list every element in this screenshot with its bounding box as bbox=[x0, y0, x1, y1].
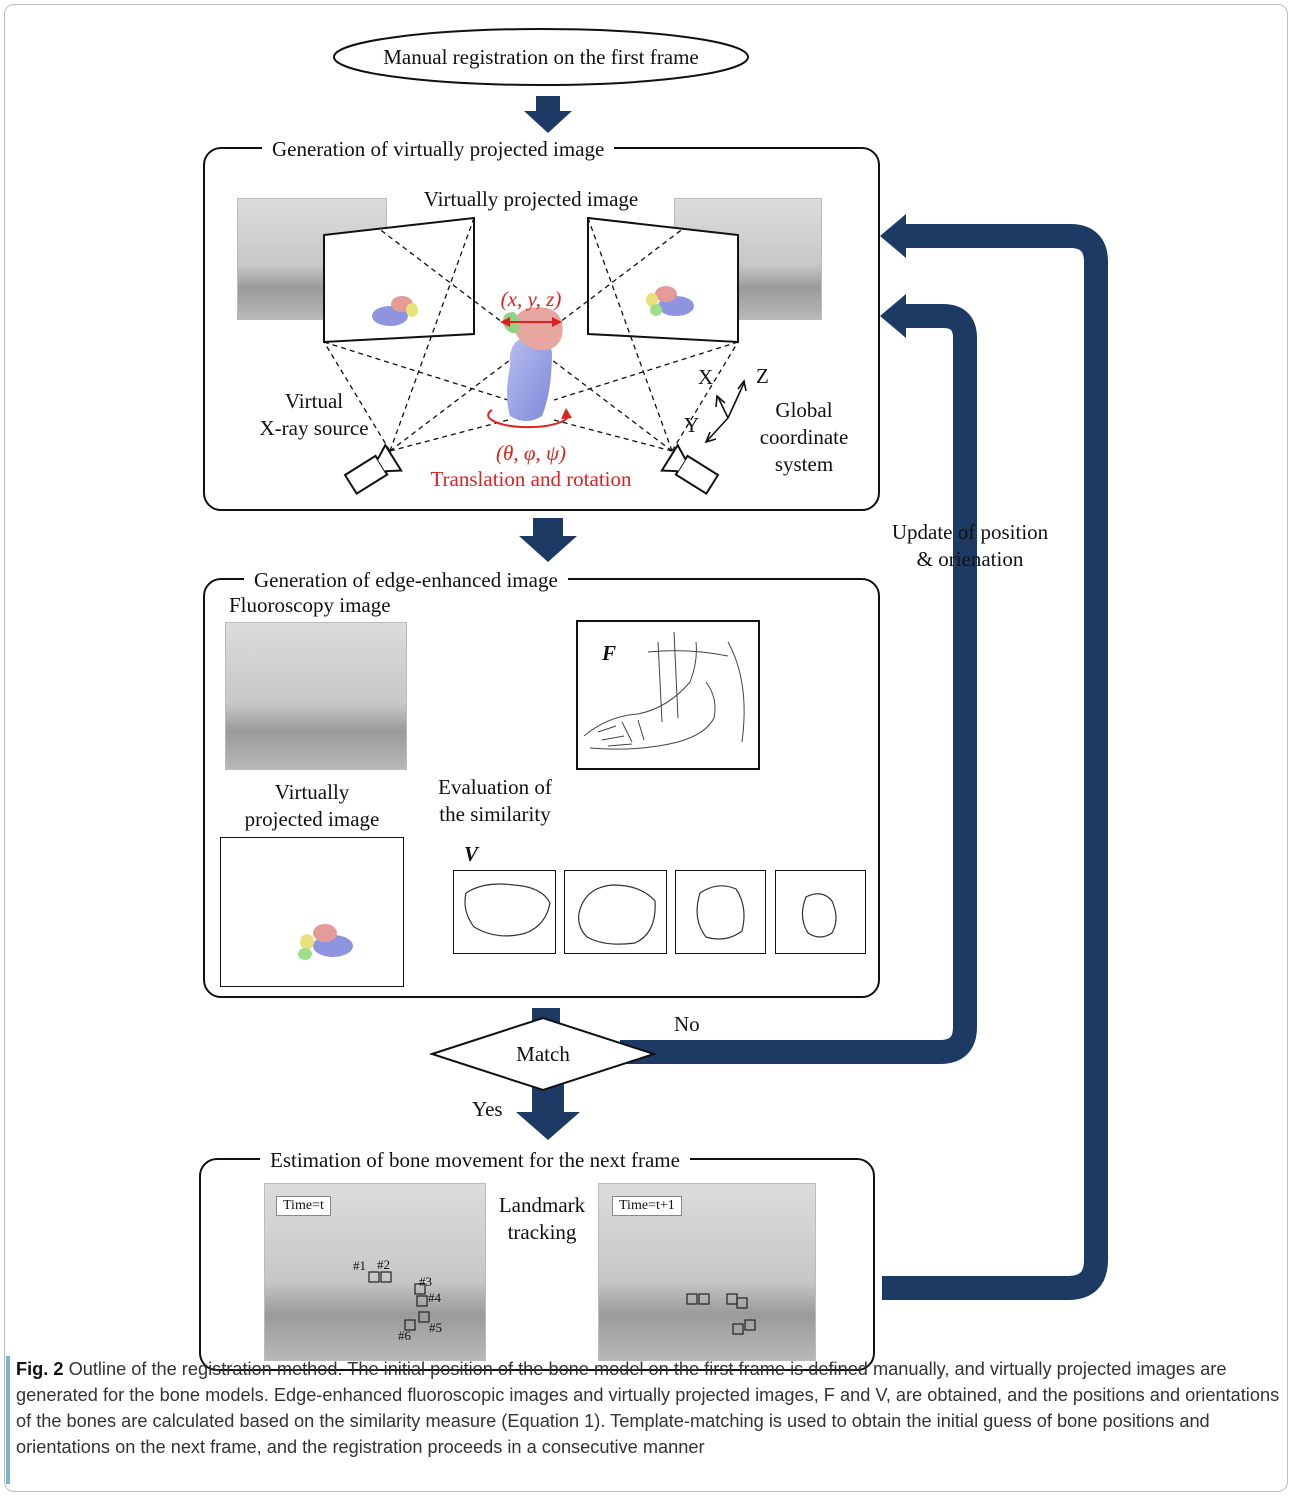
virtual-image-label: Virtually projected image bbox=[423, 187, 639, 211]
decision-yes-label: Yes bbox=[472, 1097, 503, 1121]
time-t-tag: Time=t bbox=[276, 1196, 331, 1216]
global-coord-label-1: Global bbox=[775, 398, 833, 422]
edge-image-V-3 bbox=[675, 870, 766, 954]
axis-x-label: X bbox=[698, 365, 714, 389]
start-step-label: Manual registration on the first frame bbox=[383, 45, 699, 69]
xray-source-label-1: Virtual bbox=[284, 389, 344, 413]
virtual-projected-label-1: Virtually bbox=[274, 780, 350, 804]
translation-vars: (x, y, z) bbox=[500, 287, 562, 311]
caption-text: Outline of the registration method. The … bbox=[16, 1359, 1280, 1457]
landmark-boxes-t bbox=[368, 1271, 430, 1331]
virtual-projected-image bbox=[220, 837, 404, 987]
bone-model-small-left bbox=[372, 296, 418, 326]
edge-image-V-2-drawing bbox=[578, 884, 656, 945]
edge-image-V-1 bbox=[453, 870, 556, 954]
translation-rotation-label: Translation and rotation bbox=[430, 467, 632, 491]
decision-no-label: No bbox=[674, 1012, 700, 1036]
fluoroscopy-image bbox=[225, 622, 407, 770]
panel-bone-movement-title: Estimation of bone movement for the next… bbox=[260, 1148, 690, 1172]
coordinate-axes bbox=[704, 379, 747, 444]
decision-label: Match bbox=[516, 1042, 570, 1066]
axis-y-label: Y bbox=[684, 413, 700, 437]
figure-frame bbox=[4, 4, 1288, 1492]
start-ellipse-shape bbox=[333, 28, 749, 86]
edge-F-label: F bbox=[602, 641, 617, 665]
edge-image-V-2 bbox=[564, 870, 667, 954]
frame-image-t bbox=[264, 1183, 486, 1361]
down-arrow-2 bbox=[519, 518, 577, 562]
update-label-1: Update of position bbox=[891, 520, 1049, 544]
no-feedback-loop bbox=[620, 304, 977, 1064]
panel-virtual-projection-title: Generation of virtually projected image bbox=[262, 137, 615, 161]
panel-edge-enhanced-title: Generation of edge-enhanced image bbox=[244, 568, 568, 592]
down-arrow-3 bbox=[516, 1082, 580, 1140]
landmark-1: #1 bbox=[353, 1258, 366, 1273]
edge-V-label: V bbox=[464, 842, 479, 866]
bone-model-small-right bbox=[646, 286, 694, 316]
landmark-5: #5 bbox=[429, 1320, 442, 1335]
edge-image-F bbox=[576, 620, 760, 770]
time-t1-tag: Time=t+1 bbox=[612, 1196, 682, 1216]
projection-geometry bbox=[323, 216, 747, 496]
virtual-projected-image-drawing bbox=[298, 924, 353, 960]
landmark-tracking-label-2: tracking bbox=[507, 1220, 577, 1244]
landmark-3: #3 bbox=[419, 1274, 432, 1289]
edge-image-V-3-drawing bbox=[696, 885, 745, 940]
update-label-2: & orienation bbox=[916, 547, 1024, 571]
edge-image-F-drawing bbox=[583, 631, 745, 750]
edge-image-V-1-drawing bbox=[464, 883, 551, 937]
caption-accent-bar bbox=[6, 1356, 10, 1484]
landmark-4: #4 bbox=[428, 1290, 441, 1305]
landmark-tracking-label-1: Landmark bbox=[498, 1193, 586, 1217]
fluoroscopy-label: Fluoroscopy image bbox=[229, 593, 391, 617]
landmark-boxes-t-plus-1 bbox=[686, 1293, 756, 1335]
axis-z-label: Z bbox=[756, 364, 769, 388]
landmark-2: #2 bbox=[377, 1257, 390, 1272]
xray-source-label-2: X-ray source bbox=[259, 416, 369, 440]
virtual-projected-label-2: projected image bbox=[244, 807, 380, 831]
edge-image-V-4 bbox=[775, 870, 866, 954]
rotation-vars: (θ, φ, ψ) bbox=[496, 441, 566, 465]
landmark-6: #6 bbox=[398, 1328, 411, 1343]
edge-image-V-4-drawing bbox=[801, 893, 837, 938]
global-coord-label-2: coordinate bbox=[759, 425, 849, 449]
next-frame-loop bbox=[882, 224, 1108, 1300]
decision-diamond-shape bbox=[428, 1016, 658, 1092]
evaluation-label-2: the similarity bbox=[439, 802, 551, 826]
caption-fig-label: Fig. 2 bbox=[16, 1359, 64, 1379]
figure-caption: Fig. 2 Outline of the registration metho… bbox=[16, 1356, 1280, 1460]
down-arrow-1 bbox=[524, 96, 572, 133]
global-coord-label-3: system bbox=[774, 452, 834, 476]
evaluation-label-1: Evaluation of bbox=[438, 775, 552, 799]
